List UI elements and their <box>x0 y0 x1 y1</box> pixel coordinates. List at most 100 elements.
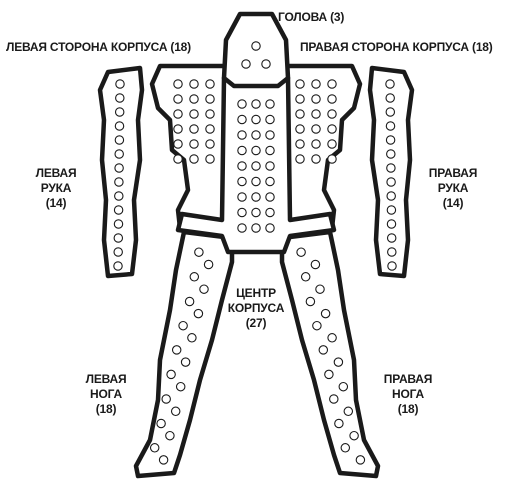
left-torso-armor-pip <box>190 140 198 148</box>
left-leg-armor-pip <box>157 419 165 427</box>
left-leg-armor-pip <box>172 407 180 415</box>
right-arm-armor-pip <box>386 94 394 102</box>
left-torso-label-text: ЛЕВАЯ СТОРОНА КОРПУСА (18) <box>6 40 191 55</box>
center-torso-armor-pip <box>266 131 274 139</box>
center-torso-armor-pip <box>266 224 274 232</box>
right-torso-armor-pip <box>328 80 336 88</box>
center-torso-armor-pip <box>238 208 246 216</box>
right-arm-armor-pip <box>386 80 394 88</box>
center-torso-armor-pip <box>252 224 260 232</box>
left-torso-armor-pip <box>190 95 198 103</box>
right-leg-armor-pip <box>297 248 305 256</box>
right-arm-armor-pip <box>386 108 394 116</box>
center-torso-armor-pip <box>238 115 246 123</box>
right-torso-armor-pip <box>296 110 304 118</box>
left-leg-armor-pip <box>166 432 174 440</box>
center-torso-armor-pip <box>238 100 246 108</box>
center-torso-armor-pip <box>252 146 260 154</box>
left-leg-armor-pip <box>167 370 175 378</box>
left-leg-armor-pip <box>162 395 170 403</box>
center-torso-armor-pip <box>252 208 260 216</box>
left-leg-armor-pip <box>181 358 189 366</box>
left-torso-armor-pip <box>174 95 182 103</box>
right-arm-armor-pip <box>387 192 395 200</box>
right-torso-armor-pip <box>296 155 304 163</box>
right-arm-armor-pip <box>387 164 395 172</box>
left-leg-armor-pip <box>194 309 202 317</box>
head-label: ГОЛОВА (3) <box>278 10 344 25</box>
right-arm-armor-pip <box>386 136 394 144</box>
center-torso-label-line2: КОРПУСА <box>216 301 296 316</box>
left-arm-armor-pip <box>115 192 123 200</box>
right-leg-armor-pip <box>316 285 324 293</box>
left-leg-armor-pip <box>151 444 159 452</box>
right-torso-label: ПРАВАЯ СТОРОНА КОРПУСА (18) <box>300 40 510 55</box>
right-leg-armor-pip <box>313 322 321 330</box>
left-torso-armor-pip <box>206 80 214 88</box>
right-torso-armor-pip <box>312 155 320 163</box>
right-torso-armor-pip <box>328 125 336 133</box>
left-leg-label-line1: ЛЕВАЯ <box>76 372 136 387</box>
left-leg-armor-pip <box>185 297 193 305</box>
center-torso-armor-pip <box>238 146 246 154</box>
right-torso-armor-pip <box>312 80 320 88</box>
left-leg-label-line3: (18) <box>76 402 136 417</box>
left-leg-label-line2: НОГА <box>76 387 136 402</box>
left-leg-armor-pip <box>179 322 187 330</box>
left-arm-label-line2: РУКА <box>26 181 86 196</box>
left-torso-armor-pip <box>206 95 214 103</box>
right-leg-armor-pip <box>344 407 352 415</box>
center-torso-label-line3: (27) <box>216 316 296 331</box>
left-arm-armor-pip <box>116 94 124 102</box>
right-leg-armor-pip <box>328 334 336 342</box>
center-torso-armor-pip <box>252 131 260 139</box>
right-leg-label-line2: НОГА <box>370 387 446 402</box>
left-torso-armor-pip <box>206 110 214 118</box>
right-arm-armor-pip <box>387 178 395 186</box>
center-torso-armor-pip <box>266 177 274 185</box>
right-torso-armor-pip <box>328 110 336 118</box>
right-leg-armor-pip <box>321 309 329 317</box>
left-arm-armor-pip <box>115 178 123 186</box>
left-leg-armor-pip <box>173 346 181 354</box>
left-leg-armor-pip <box>195 248 203 256</box>
right-arm-label-line2: РУКА <box>418 181 488 196</box>
left-arm-armor-pip <box>116 108 124 116</box>
right-torso-armor-pip <box>328 95 336 103</box>
left-leg-armor-pip <box>190 273 198 281</box>
center-torso-armor-pip <box>266 193 274 201</box>
left-torso-armor-pip <box>206 140 214 148</box>
left-torso-armor-pip <box>206 155 214 163</box>
right-arm-armor-pip <box>388 248 396 256</box>
right-leg-armor-pip <box>350 432 358 440</box>
right-leg-armor-pip <box>335 419 343 427</box>
center-torso-armor-pip <box>238 131 246 139</box>
right-arm-label: ПРАВАЯ РУКА (14) <box>418 166 488 211</box>
center-torso-armor-pip <box>266 115 274 123</box>
right-arm-armor-pip <box>386 122 394 130</box>
center-torso-label: ЦЕНТР КОРПУСА (27) <box>216 286 296 331</box>
right-leg-armor-pip <box>302 273 310 281</box>
right-torso <box>284 66 360 232</box>
left-leg-armor-pip <box>177 383 185 391</box>
right-arm-armor-pip <box>387 150 395 158</box>
right-leg-armor-pip <box>356 456 364 464</box>
left-arm-label: ЛЕВАЯ РУКА (14) <box>26 166 86 211</box>
right-torso-armor-pip <box>312 110 320 118</box>
right-leg <box>282 232 378 476</box>
left-leg-label: ЛЕВАЯ НОГА (18) <box>76 372 136 417</box>
left-arm-label-line1: ЛЕВАЯ <box>26 166 86 181</box>
center-torso-armor-pip <box>252 193 260 201</box>
right-torso-armor-pip <box>296 80 304 88</box>
left-torso-armor-pip <box>190 80 198 88</box>
left-torso-armor-pip <box>174 140 182 148</box>
left-arm-armor-pip <box>115 136 123 144</box>
left-arm-armor-pip <box>114 262 122 270</box>
right-torso-armor-pip <box>312 95 320 103</box>
left-leg-armor-pip <box>188 334 196 342</box>
left-arm-armor-pip <box>114 206 122 214</box>
right-leg-armor-pip <box>311 260 319 268</box>
right-arm-armor-pip <box>388 234 396 242</box>
right-torso-armor-pip <box>328 140 336 148</box>
right-arm-label-line3: (14) <box>418 196 488 211</box>
